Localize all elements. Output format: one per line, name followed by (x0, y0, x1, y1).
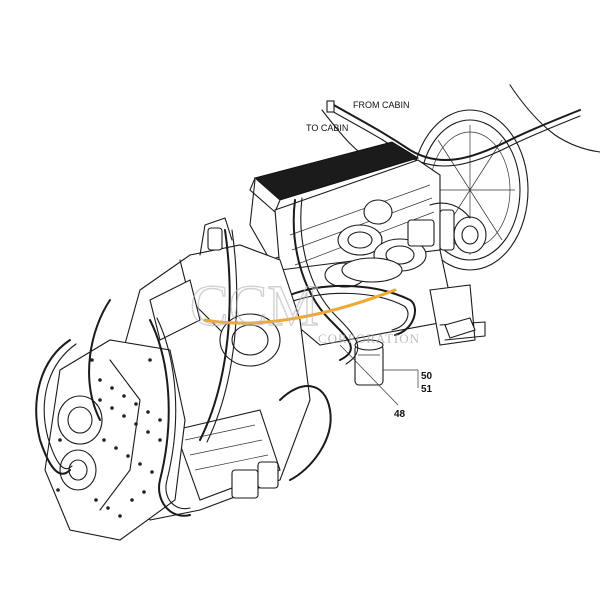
watermark: CCM CORPORATION (189, 272, 420, 346)
transmission-hoses (35, 229, 332, 517)
from-cabin-label: FROM CABIN (353, 100, 410, 110)
labels: FROM CABIN TO CABIN 50 51 48 (306, 100, 433, 420)
callout-48-leader (339, 344, 399, 406)
watermark-subtext: CORPORATION (318, 331, 420, 346)
callout-50: 50 (421, 371, 433, 382)
callout-51: 51 (421, 384, 433, 395)
watermark-logo-text: CCM (190, 273, 319, 338)
engine-hoses (289, 197, 416, 365)
to-cabin-label: TO CABIN (306, 123, 348, 133)
callout-48: 48 (394, 409, 406, 420)
cabin-hoses (321, 100, 581, 167)
converter-housing (44, 339, 186, 541)
watermark-swoosh (203, 288, 397, 325)
oil-filter (354, 339, 384, 386)
turbocharger (324, 199, 487, 288)
